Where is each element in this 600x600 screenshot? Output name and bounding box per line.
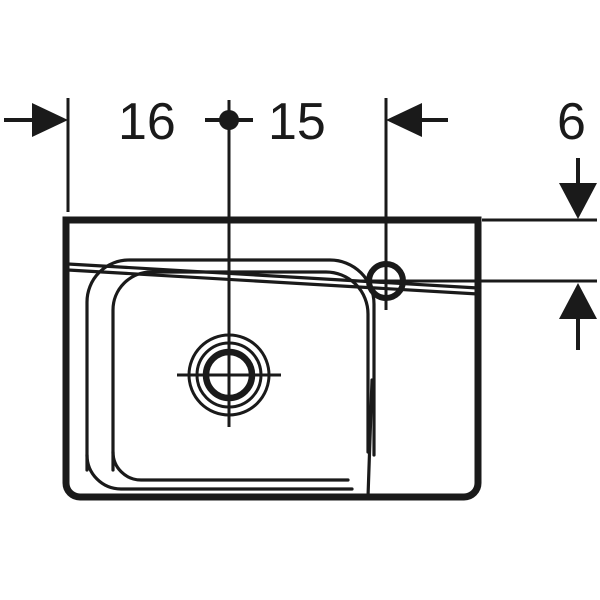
rim-slant-line-lower [66,268,480,296]
tap-hole-group [357,252,415,310]
dim-15-arrowhead [386,103,422,137]
center-marker-dot [219,110,239,130]
dimension-6-group: 6 [557,93,597,350]
dim-16-label: 16 [118,93,176,151]
bowl-outer-bottom [85,453,354,491]
dim-6-lower-arrowhead [559,283,597,319]
extension-lines [66,98,597,340]
dimension-16-group: 16 [4,93,176,151]
dim-6-label: 6 [557,93,586,151]
bowl-inner-contour [111,270,370,472]
dim-6-upper-arrowhead [559,183,597,219]
bowl-right-slant-line [366,378,374,499]
bowl-inner-bottom [111,450,350,482]
dim-15-label: 15 [268,93,326,151]
dim-16-arrowhead [32,103,68,137]
drain-center-marker [205,110,253,130]
dimension-15-group: 15 [268,93,448,151]
rim-slant-line-upper [66,262,480,290]
